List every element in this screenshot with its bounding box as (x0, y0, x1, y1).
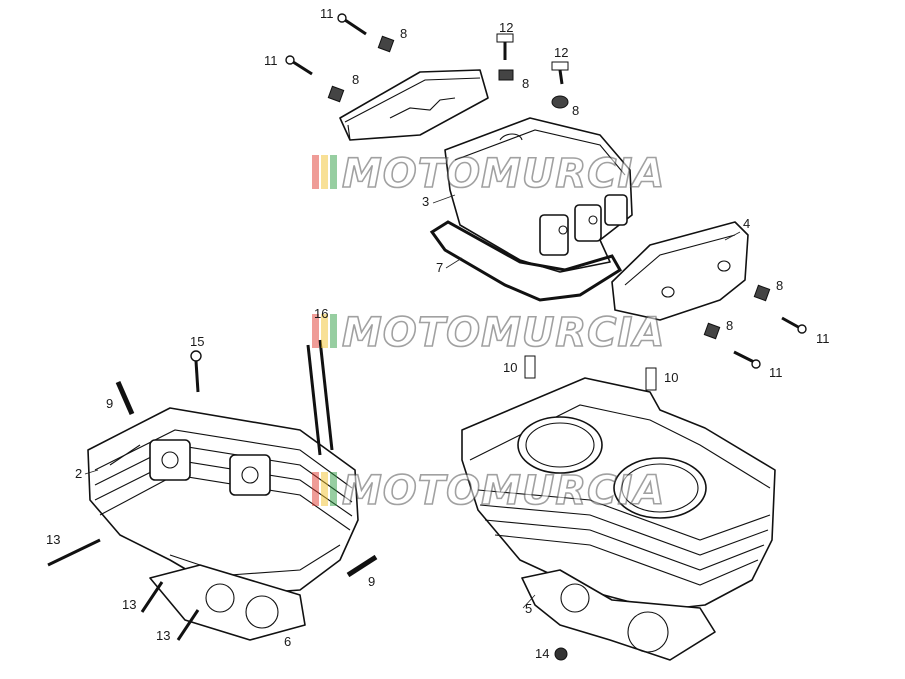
spark-plug-left (115, 380, 135, 416)
watermark-bottom: MOTOMURCIA (312, 467, 665, 515)
callout-8: 8 (776, 278, 783, 293)
callout-8: 8 (522, 76, 529, 91)
stud-13-a (47, 538, 101, 567)
callout-10: 10 (503, 360, 517, 375)
watermark-stripe (312, 155, 319, 189)
callout-13: 13 (46, 532, 60, 547)
callout-7: 7 (436, 260, 443, 275)
watermark-text: MOTOMURCIA (342, 468, 665, 514)
callout-3: 3 (422, 194, 429, 209)
watermark-stripe (321, 314, 328, 348)
watermark-middle: MOTOMURCIA (312, 309, 665, 357)
bolt-15 (190, 350, 202, 393)
stud-13-b (140, 581, 164, 613)
callout-11: 11 (816, 331, 830, 346)
callout-6: 6 (284, 634, 291, 649)
callout-8: 8 (400, 26, 407, 41)
callout-9: 9 (368, 574, 375, 589)
base-gasket (521, 569, 716, 661)
nut-8-right-b (703, 322, 721, 340)
callout-2: 2 (75, 466, 82, 481)
cylinder-block (461, 377, 776, 611)
callout-10: 10 (664, 370, 678, 385)
watermark-stripe (312, 314, 319, 348)
bolt-12-b (551, 61, 569, 109)
watermark-text: MOTOMURCIA (342, 151, 665, 197)
callout-14: 14 (535, 646, 549, 661)
watermark-stripe (330, 314, 337, 348)
watermark-stripe (321, 472, 328, 506)
dowel-10-left (524, 355, 536, 379)
callout-13: 13 (122, 597, 136, 612)
callout-5: 5 (525, 601, 532, 616)
watermark-stripe (330, 472, 337, 506)
head-gasket (149, 564, 306, 641)
callout-9: 9 (106, 396, 113, 411)
nut-14 (554, 647, 568, 661)
stud-13-c (176, 609, 200, 641)
callout-16: 16 (314, 306, 328, 321)
watermark-top: MOTOMURCIA (312, 150, 665, 198)
callout-8: 8 (726, 318, 733, 333)
dowel-10-right (645, 367, 657, 391)
callout-11: 11 (264, 53, 278, 68)
callout-11: 11 (769, 365, 783, 380)
callout-8: 8 (352, 72, 359, 87)
bolt-12-a (496, 33, 514, 81)
leader-lines (84, 194, 741, 609)
nut-8-top (377, 35, 395, 53)
cylinder-head-cover (444, 117, 633, 273)
spark-plug-right (346, 554, 378, 578)
bolt-11-top (337, 13, 367, 36)
nut-8-left (327, 85, 345, 103)
cover-gasket (429, 220, 623, 302)
callout-13: 13 (156, 628, 170, 643)
bolt-11-left (285, 55, 313, 76)
callout-12: 12 (554, 45, 568, 60)
watermark-text: MOTOMURCIA (342, 310, 665, 356)
valve-cover-side-right (611, 221, 749, 321)
watermark-stripe (312, 472, 319, 506)
bolt-11-right-a (781, 316, 807, 334)
callout-12: 12 (499, 20, 513, 35)
stud-16 (306, 339, 334, 456)
bolt-11-right-b (733, 350, 761, 369)
callout-15: 15 (190, 334, 204, 349)
callout-8: 8 (572, 103, 579, 118)
callouts: 11 8 11 8 12 8 12 8 3 4 7 8 8 11 11 10 1… (46, 6, 830, 661)
watermark-stripe (330, 155, 337, 189)
watermark-stripe (321, 155, 328, 189)
callout-11: 11 (320, 6, 334, 21)
valve-cover-side-left (339, 69, 489, 141)
nut-8-right-a (753, 284, 771, 302)
callout-4: 4 (743, 216, 750, 231)
cylinder-head (87, 407, 359, 596)
